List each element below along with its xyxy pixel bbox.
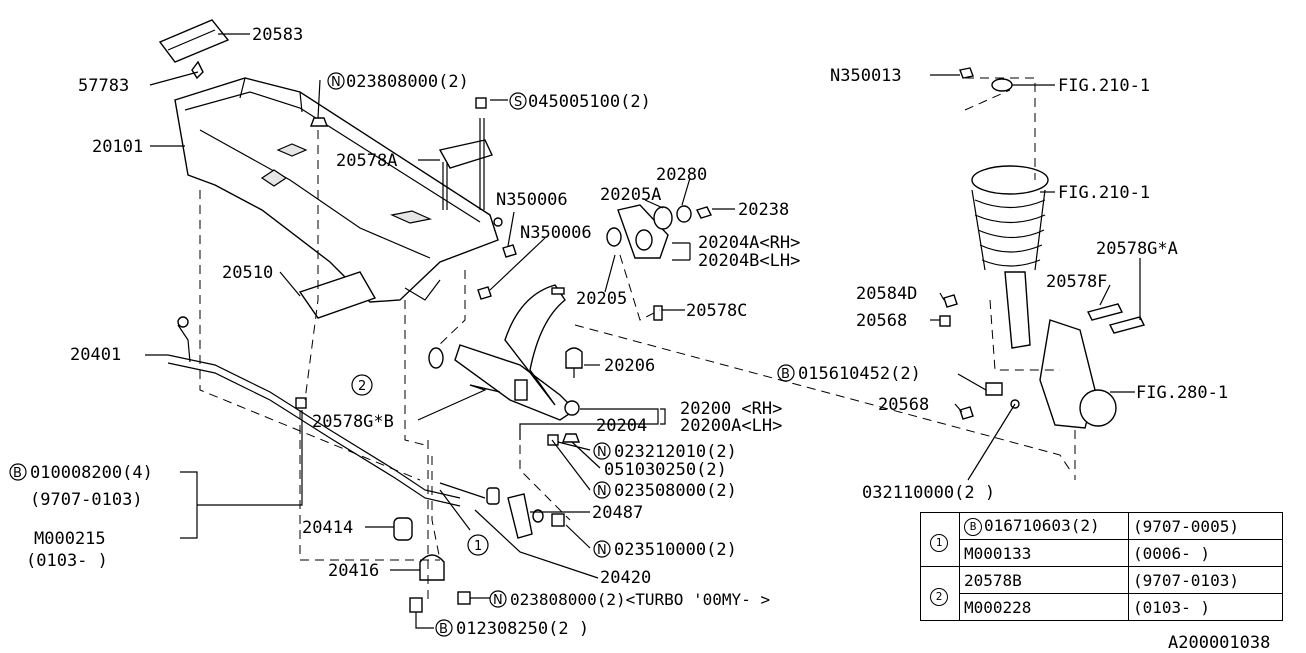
- legend-key-2: 2: [920, 566, 960, 621]
- callout-fig-280-1: FIG.280-1: [1136, 383, 1228, 403]
- callout-prefix-n: N: [493, 593, 503, 608]
- callout-20568-a: 20568: [856, 311, 907, 331]
- crossmember-part: [174, 77, 503, 319]
- bushing-20414-part: [295, 397, 471, 613]
- callout-032110000: 032110000(2 ): [862, 483, 995, 503]
- legend-code: M000133: [959, 539, 1129, 567]
- legend-code: M000228: [959, 593, 1129, 621]
- callout-prefix-b: B: [439, 622, 448, 637]
- legend-row: M000228 (0103- ): [921, 593, 1283, 621]
- callout-prefix-n: N: [597, 484, 607, 499]
- callout-range-0103: (0103- ): [26, 551, 108, 571]
- legend-code: 20578B: [959, 566, 1129, 594]
- bolt-20578A-part: [309, 97, 517, 300]
- callout-s045005100: 045005100(2): [528, 92, 651, 112]
- callout-20200A: 20200A<LH>: [680, 416, 782, 436]
- callout-20204B: 20204B<LH>: [698, 251, 800, 271]
- callout-prefix-n: N: [597, 543, 607, 558]
- callout-n350006-b: N350006: [520, 223, 592, 243]
- key-marker-2: 2: [358, 379, 366, 394]
- callout-20578A: 20578A: [336, 151, 397, 171]
- callout-n350006-a: N350006: [496, 190, 568, 210]
- callout-n350013: N350013: [830, 66, 902, 86]
- callout-20416: 20416: [328, 561, 379, 581]
- callout-20206: 20206: [604, 356, 655, 376]
- strut-assembly-part: [939, 67, 1146, 429]
- callout-051030250: 051030250(2): [604, 460, 727, 480]
- callout-n023808000-turbo: 023808000(2)<TURBO '00MY- >: [510, 590, 770, 609]
- callout-range-9707-0103: (9707-0103): [30, 490, 143, 510]
- callout-20487: 20487: [592, 503, 643, 523]
- callout-20238: 20238: [738, 200, 789, 220]
- callout-20583: 20583: [252, 25, 303, 45]
- callout-fig-210-1-b: FIG.210-1: [1058, 183, 1150, 203]
- legend-row: 2 20578B (9707-0103): [920, 566, 1283, 621]
- callout-20578GB: 20578G*B: [312, 412, 394, 432]
- callout-20205: 20205: [576, 289, 627, 309]
- legend-row: M000133 (0006- ): [921, 539, 1283, 567]
- legend-range: (0006- ): [1128, 539, 1283, 567]
- legend-range: (9707-0103): [1128, 566, 1283, 594]
- callout-n023808000: 023808000(2): [346, 72, 469, 92]
- callout-20205A: 20205A: [600, 185, 661, 205]
- callout-20204A: 20204A<RH>: [698, 233, 800, 253]
- lower-arm-part: [428, 284, 581, 446]
- callout-20568-b: 20568: [878, 395, 929, 415]
- callout-20280: 20280: [656, 165, 707, 185]
- callout-b010008200: 010008200(4): [30, 463, 153, 483]
- callout-n023212010: 023212010(2): [614, 442, 737, 462]
- callout-20510: 20510: [222, 263, 273, 283]
- callout-prefix-b: B: [781, 367, 790, 382]
- callout-labels: 20583 57783 20101 N 023808000(2) S 04500…: [9, 25, 1270, 653]
- bushing-20204-part: [551, 204, 712, 321]
- callout-20584D: 20584D: [856, 284, 917, 304]
- callout-20578C: 20578C: [686, 301, 747, 321]
- callout-prefix-n: N: [597, 445, 607, 460]
- callout-leader-lines: [145, 33, 1141, 629]
- callout-n023510000: 023510000(2): [614, 540, 737, 560]
- key-marker-1: 1: [474, 539, 482, 554]
- callout-20414: 20414: [302, 518, 353, 538]
- link-20420-part: [507, 493, 565, 539]
- callout-57783: 57783: [78, 76, 129, 96]
- callout-20578GA: 20578G*A: [1096, 239, 1178, 259]
- callout-20204: 20204: [596, 416, 647, 436]
- callout-n023508000: 023508000(2): [614, 481, 737, 501]
- legend-range: (0103- ): [1128, 593, 1283, 621]
- callout-20401: 20401: [70, 345, 121, 365]
- ball-joint-part: [565, 347, 583, 378]
- assembly-guide-lines: [199, 77, 1076, 600]
- stabilizer-bar-part: [167, 316, 500, 507]
- legend-range: (9707-0005): [1128, 512, 1283, 540]
- figure-id: A200001038: [1168, 633, 1270, 653]
- callout-fig-210-1-a: FIG.210-1: [1058, 76, 1150, 96]
- callout-20200: 20200 <RH>: [680, 399, 782, 419]
- callout-b015610452: 015610452(2): [798, 364, 921, 384]
- callout-prefix-b: B: [13, 466, 22, 481]
- callout-20101: 20101: [92, 137, 143, 157]
- callout-b012308250: 012308250(2 ): [456, 619, 589, 639]
- callout-20578F: 20578F: [1046, 272, 1107, 292]
- bracket-20583-part: [158, 19, 230, 80]
- callout-m000215: M000215: [34, 529, 106, 549]
- callout-prefix-n: N: [331, 75, 341, 90]
- legend-key-1: 1: [920, 512, 960, 567]
- callout-20420: 20420: [600, 568, 651, 588]
- callout-prefix-s: S: [514, 95, 522, 110]
- legend-prefix-b: B: [964, 518, 982, 536]
